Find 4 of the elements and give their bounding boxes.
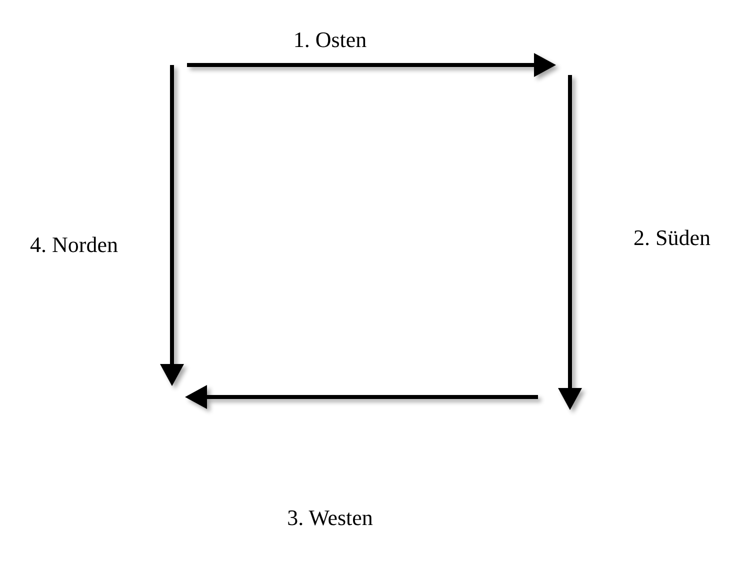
direction-label: 3. Westen [287,505,373,531]
direction-label: 1. Osten [293,27,367,53]
direction-label: 4. Norden [30,232,118,258]
direction-label: 2. Süden [634,225,710,251]
